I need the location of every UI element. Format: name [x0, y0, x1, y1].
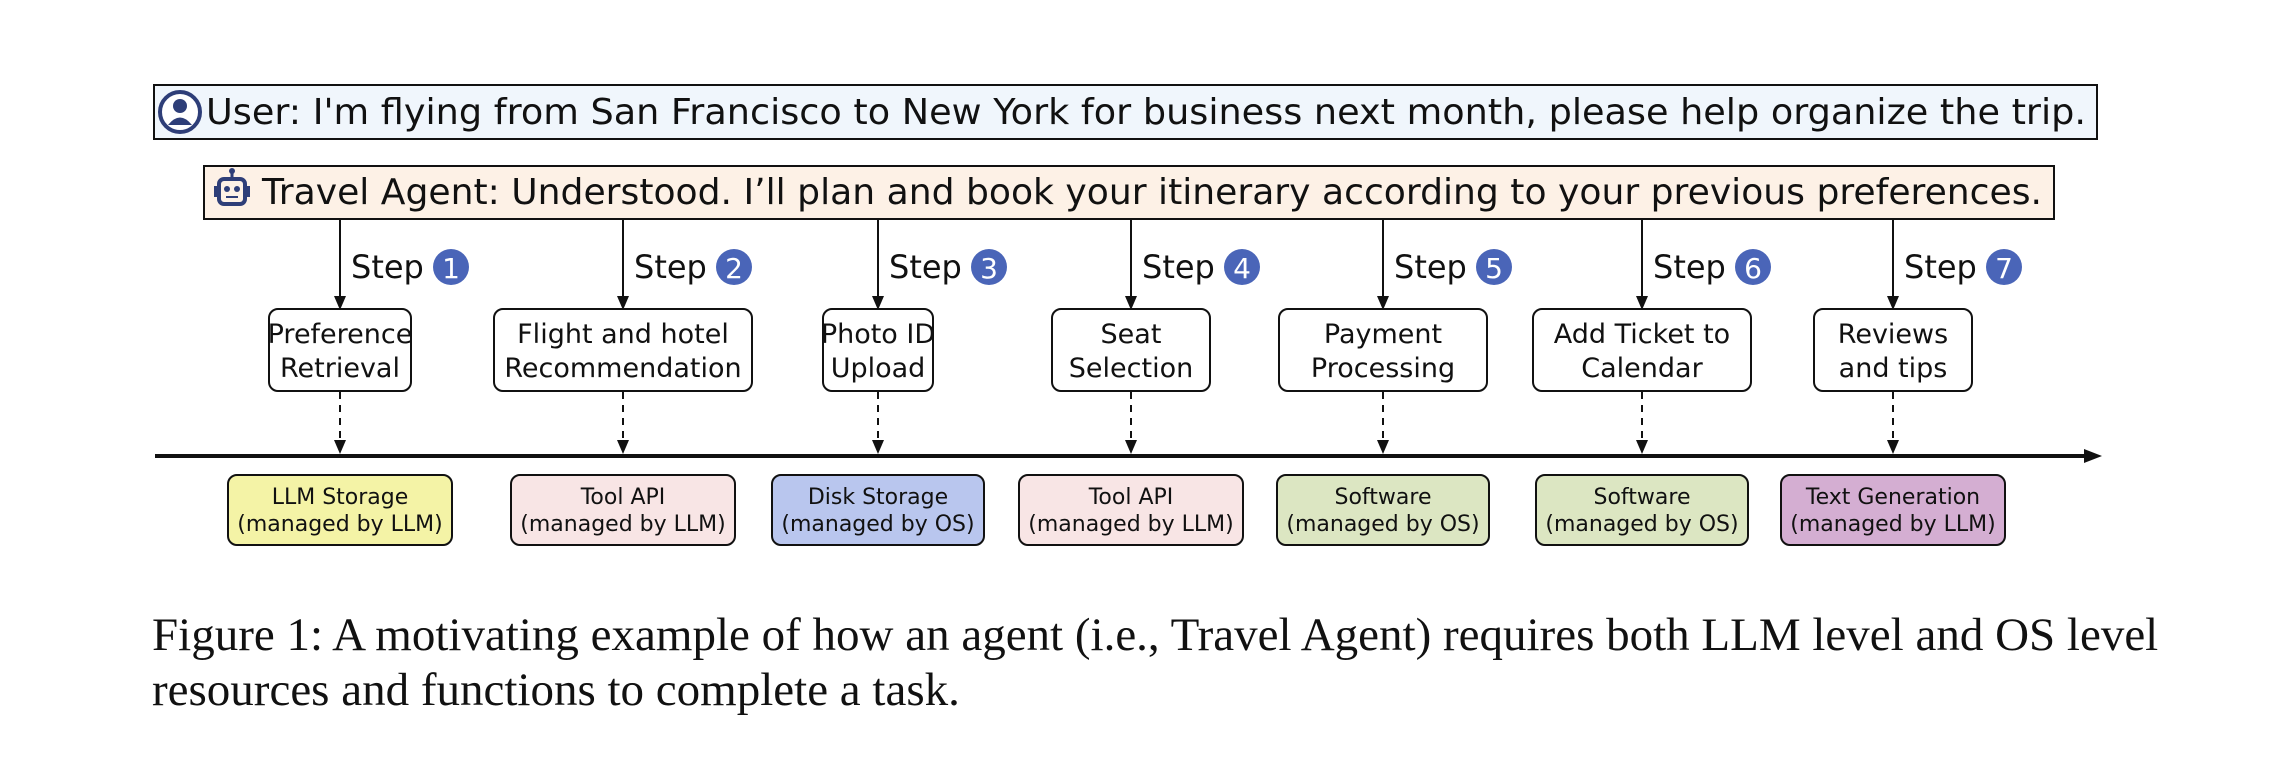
user-banner-box: [153, 84, 2098, 140]
task-box: [1532, 308, 1752, 392]
resource-label-line: Software: [1594, 485, 1691, 510]
task-box: [1813, 308, 1973, 392]
resource-label-line: (managed by OS): [1545, 512, 1738, 537]
step-number: 1: [442, 252, 460, 285]
resource-box: [227, 474, 453, 546]
resource-box: [1018, 474, 1244, 546]
resource-box: [1276, 474, 1490, 546]
task-label-line: Reviews: [1838, 319, 1948, 350]
robot-icon: [214, 168, 250, 206]
task-box: [1278, 308, 1488, 392]
resource-box: [510, 474, 736, 546]
agent-message-text: Travel Agent: Understood. I’ll plan and …: [261, 172, 2042, 213]
user-message-banner: User: I'm flying from San Francisco to N…: [153, 84, 2098, 140]
step-label: Step: [634, 248, 707, 286]
task-box: [822, 308, 934, 392]
step-number-badge: [716, 249, 752, 285]
step-number-badge: [1224, 249, 1260, 285]
resource-label-line: (managed by LLM): [1028, 512, 1233, 537]
resource-label-line: Tool API: [1088, 485, 1174, 510]
resource-label-line: (managed by LLM): [1790, 512, 1995, 537]
step-label: Step: [1142, 248, 1215, 286]
resource-label-line: (managed by LLM): [520, 512, 725, 537]
task-box: [1051, 308, 1211, 392]
task-label-line: Retrieval: [280, 353, 400, 384]
task-label-line: Processing: [1311, 353, 1455, 384]
step-label: Step: [1904, 248, 1977, 286]
step-label: Step: [351, 248, 424, 286]
resource-box: [1535, 474, 1749, 546]
step-number: 5: [1485, 252, 1503, 285]
resource-label-line: LLM Storage: [272, 485, 409, 510]
agent-message-banner: Travel Agent: Understood. I’ll plan and …: [203, 165, 2055, 220]
task-label-line: Flight and hotel: [517, 319, 729, 350]
resource-box: [771, 474, 985, 546]
step-number-badge: [433, 249, 469, 285]
travel-agent-diagram: User: I'm flying from San Francisco to N…: [153, 84, 2102, 546]
step-number: 3: [980, 252, 998, 285]
task-label-line: Add Ticket to: [1554, 319, 1730, 350]
resource-label-line: (managed by OS): [1286, 512, 1479, 537]
task-box: [493, 308, 753, 392]
agent-banner-box: [203, 165, 2055, 220]
step-label: Step: [1394, 248, 1467, 286]
user-avatar-icon: [158, 90, 202, 134]
step-number: 6: [1744, 252, 1762, 285]
task-label-line: Recommendation: [504, 353, 741, 384]
resource-label-line: Disk Storage: [808, 485, 948, 510]
resource-label-line: Software: [1335, 485, 1432, 510]
task-label-line: Selection: [1069, 353, 1193, 384]
resource-label-line: (managed by OS): [781, 512, 974, 537]
task-label-line: Preference: [268, 319, 413, 350]
resource-label-line: Tool API: [580, 485, 666, 510]
step-number: 7: [1995, 252, 2013, 285]
step-number-badge: [1476, 249, 1512, 285]
figure-caption: Figure 1: A motivating example of how an…: [152, 609, 2159, 716]
step-label: Step: [1653, 248, 1726, 286]
task-label-line: Payment: [1324, 319, 1442, 350]
resource-label-line: Text Generation: [1805, 485, 1980, 510]
resource-label-line: (managed by LLM): [237, 512, 442, 537]
step-label: Step: [889, 248, 962, 286]
step-number-badge: [1986, 249, 2022, 285]
user-message-text: User: I'm flying from San Francisco to N…: [206, 92, 2086, 133]
step-number-badge: [971, 249, 1007, 285]
task-label-line: Upload: [831, 353, 926, 384]
step-number-badge: [1735, 249, 1771, 285]
task-label-line: Calendar: [1581, 353, 1703, 384]
task-box: [268, 308, 412, 392]
task-label-line: and tips: [1839, 353, 1948, 384]
task-label-line: Seat: [1101, 319, 1162, 350]
resource-box: [1780, 474, 2006, 546]
step-number: 4: [1233, 252, 1251, 285]
step-number: 2: [725, 252, 743, 285]
task-label-line: Photo ID: [821, 319, 935, 350]
